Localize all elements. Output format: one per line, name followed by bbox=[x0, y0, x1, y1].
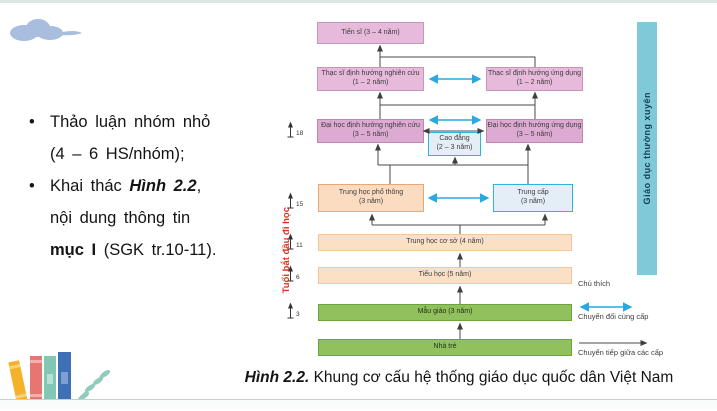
bullet-line: mục I (SGK tr.10-11). bbox=[50, 241, 217, 259]
box-label: Tiến sĩ (3 – 4 năm) bbox=[341, 28, 400, 36]
age-marker-11: 11 bbox=[286, 233, 303, 250]
box-nha-tre: Nhà trẻ bbox=[318, 339, 572, 356]
section-ref: mục I bbox=[50, 241, 97, 259]
legend-title: Chú thích bbox=[578, 279, 611, 288]
box-tien-si: Tiến sĩ (3 – 4 năm) bbox=[317, 22, 424, 44]
bullet-line: Khai thác Hình 2.2, bbox=[50, 177, 202, 195]
box-label: Đại học định hướng nghiên cứu bbox=[321, 122, 420, 130]
up-arrow-from-bar-icon bbox=[287, 121, 294, 138]
slide-bottom-border bbox=[0, 399, 717, 409]
box-sublabel: (1 – 2 năm) bbox=[352, 79, 389, 86]
legend-between-levels-label: Chuyển tiếp giữa các cấp bbox=[578, 348, 664, 357]
age-marker-18: 18 bbox=[286, 121, 303, 138]
box-sublabel: (3 – 5 năm) bbox=[516, 131, 553, 138]
up-arrow-from-bar-icon bbox=[287, 233, 294, 250]
age-marker-15: 15 bbox=[286, 192, 303, 209]
bullet-item-discussion: Thảo luận nhóm nhỏ (4 – 6 HS/nhóm); bbox=[27, 106, 272, 170]
box-cao-dang: Cao đẳng (2 – 3 năm) bbox=[428, 132, 481, 156]
up-arrow-from-bar-icon bbox=[287, 192, 294, 209]
box-dai-hoc-nghien-cuu: Đại học định hướng nghiên cứu (3 – 5 năm… bbox=[317, 119, 424, 143]
box-label: Cao đẳng bbox=[439, 135, 470, 143]
left-text-panel: Thảo luận nhóm nhỏ (4 – 6 HS/nhóm); Khai… bbox=[27, 106, 272, 266]
continuing-education-bar: Giáo dục thường xuyên bbox=[637, 22, 657, 275]
cloud-decoration-icon bbox=[8, 15, 88, 54]
box-label: Đại học định hướng ứng dụng bbox=[487, 122, 582, 130]
box-sublabel: (3 năm) bbox=[358, 198, 384, 205]
figure-ref: Hình 2.2 bbox=[129, 177, 197, 195]
box-thac-si-nghien-cuu: Thạc sĩ định hướng nghiên cứu (1 – 2 năm… bbox=[317, 67, 424, 91]
continuing-education-label: Giáo dục thường xuyên bbox=[642, 92, 652, 205]
box-sublabel: (3 năm) bbox=[520, 198, 546, 205]
school-start-age-axis-label: Tuổi bắt đầu đi học bbox=[281, 206, 292, 294]
box-trung-cap: Trung cấp (3 năm) bbox=[493, 184, 573, 212]
box-label: Mẫu giáo (3 năm) bbox=[417, 308, 473, 316]
figure-caption-text: Khung cơ cấu hệ thống giáo dục quốc dân … bbox=[313, 369, 674, 386]
box-label: Trung cấp bbox=[517, 189, 549, 197]
box-thac-si-ung-dung: Thạc sĩ định hướng ứng dụng (1 – 2 năm) bbox=[486, 67, 583, 91]
bullet-line: Thảo luận nhóm nhỏ bbox=[50, 113, 211, 131]
box-trung-hoc-pho-thong: Trung học phổ thông (3 năm) bbox=[318, 184, 424, 212]
age-marker-6: 6 bbox=[286, 265, 300, 282]
box-dai-hoc-ung-dung: Đại học định hướng ứng dụng (3 – 5 năm) bbox=[486, 119, 583, 143]
bullet-line: (4 – 6 HS/nhóm); bbox=[50, 145, 185, 163]
slide-top-border bbox=[0, 0, 717, 3]
box-label: Tiểu học (5 năm) bbox=[418, 271, 472, 279]
box-label: Thạc sĩ định hướng ứng dụng bbox=[488, 70, 581, 78]
box-label: Nhà trẻ bbox=[433, 343, 457, 351]
box-label: Thạc sĩ định hướng nghiên cứu bbox=[321, 70, 420, 78]
age-marker-3: 3 bbox=[286, 302, 300, 319]
up-arrow-from-bar-icon bbox=[287, 302, 294, 319]
box-tieu-hoc: Tiểu học (5 năm) bbox=[318, 267, 572, 284]
box-mau-giao: Mẫu giáo (3 năm) bbox=[318, 304, 572, 321]
legend-same-level-label: Chuyển đổi cùng cấp bbox=[578, 312, 649, 321]
figure-caption: Hình 2.2. Khung cơ cấu hệ thống giáo dục… bbox=[228, 369, 690, 387]
box-trung-hoc-co-so: Trung học cơ sở (4 năm) bbox=[318, 234, 572, 251]
box-sublabel: (3 – 5 năm) bbox=[352, 131, 389, 138]
bullet-item-exploit-figure: Khai thác Hình 2.2, nội dung thông tin m… bbox=[27, 170, 272, 266]
box-sublabel: (1 – 2 năm) bbox=[516, 79, 553, 86]
up-arrow-from-bar-icon bbox=[287, 265, 294, 282]
box-sublabel: (2 – 3 năm) bbox=[436, 144, 473, 151]
box-label: Trung học phổ thông bbox=[338, 189, 404, 197]
figure-caption-number: Hình 2.2. bbox=[244, 369, 310, 386]
books-decoration-icon bbox=[6, 348, 126, 411]
box-label: Trung học cơ sở (4 năm) bbox=[406, 238, 484, 246]
bullet-line: nội dung thông tin bbox=[50, 209, 191, 227]
